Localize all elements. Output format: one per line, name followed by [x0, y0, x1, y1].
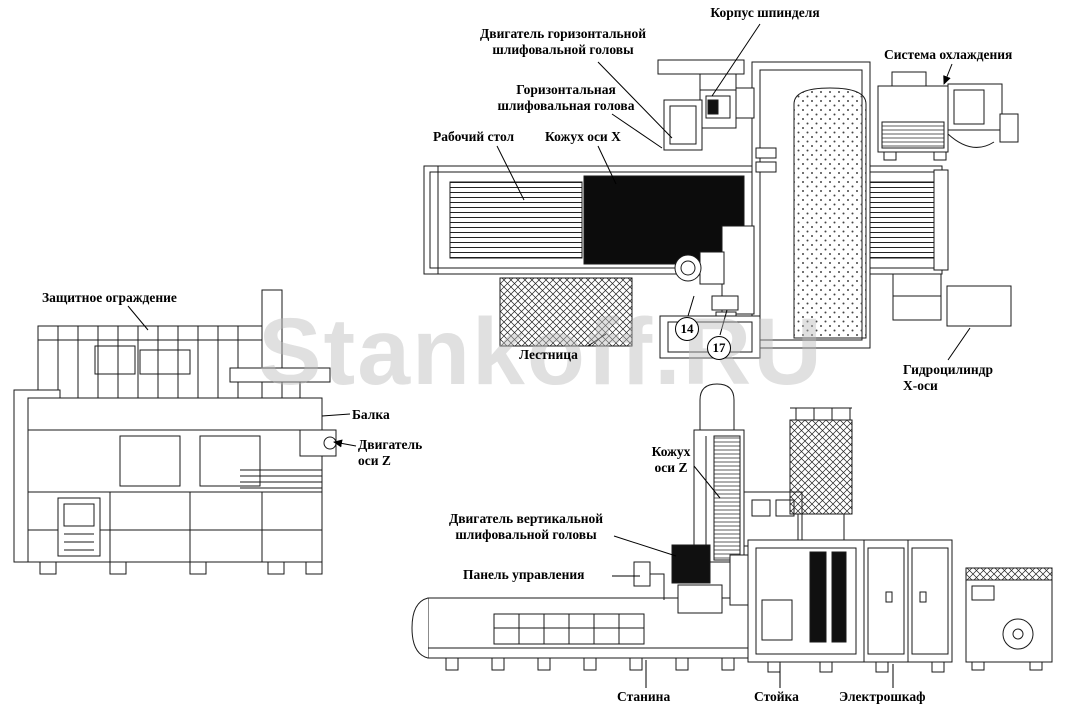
cooling-unit-drawing [877, 71, 1019, 161]
horizontal-grinding-head-label: Горизонтальная шлифовальная голова [497, 82, 635, 114]
horizontal-head-motor-label: Двигатель горизонтальной шлифовальной го… [480, 26, 646, 58]
spindle-housing-label: Корпус шпинделя [710, 5, 820, 20]
horizontal-head-motor-shape [663, 99, 703, 151]
marker-17: 17 [707, 336, 731, 360]
z-axis-motor-shape [299, 429, 337, 457]
beam-label: Балка [352, 407, 390, 422]
bed-label: Станина [617, 689, 671, 704]
x-axis-cover-shape [583, 175, 745, 265]
work-table-shape [449, 181, 583, 259]
ladder-shape [499, 277, 633, 347]
z-axis-motor-label: Двигатель оси Z [358, 437, 423, 469]
control-cabinet-small-shape [57, 497, 101, 557]
side-view-drawing [13, 289, 337, 575]
control-panel-shape [633, 561, 665, 600]
bottom-view-drawing [411, 383, 1053, 673]
cooling-system-label: Система охлаждения [884, 47, 1013, 62]
platform-shape [789, 407, 853, 544]
top-view-drawing [423, 59, 1012, 359]
grinding-wheel-icon [674, 254, 702, 282]
spindle-housing-shape [657, 59, 755, 129]
auxiliary-unit-shape [965, 567, 1053, 671]
control-panel-label: Панель управления [463, 567, 585, 582]
protective-fence-shape [37, 325, 263, 399]
z-axis-cover-label: Кожух оси Z [651, 444, 691, 476]
protective-fence-label: Защитное ограждение [42, 290, 177, 305]
beam-shape [27, 397, 323, 431]
x-axis-cover-label: Кожух оси X [545, 129, 621, 144]
leader-lines [127, 23, 971, 688]
hydraulic-cylinder-label: Гидроцилиндр Х-оси [903, 362, 993, 394]
vertical-head-motor-shape [671, 544, 711, 584]
crossrail-shape [751, 61, 871, 349]
electrical-cabinet-shape [863, 539, 953, 663]
z-axis-cover-shape [713, 435, 741, 561]
vertical-head-motor-label: Двигатель вертикальной шлифовальной голо… [448, 511, 604, 543]
work-table-label: Рабочий стол [433, 129, 515, 144]
ladder-label: Лестница [519, 347, 578, 362]
electrical-cabinet-label: Электрошкаф [839, 689, 926, 704]
column-label: Стойка [754, 689, 799, 704]
marker-14: 14 [675, 317, 699, 341]
hydraulic-cylinder-shape [946, 285, 1012, 327]
column-shape [747, 539, 865, 663]
bed-shape [411, 597, 803, 659]
